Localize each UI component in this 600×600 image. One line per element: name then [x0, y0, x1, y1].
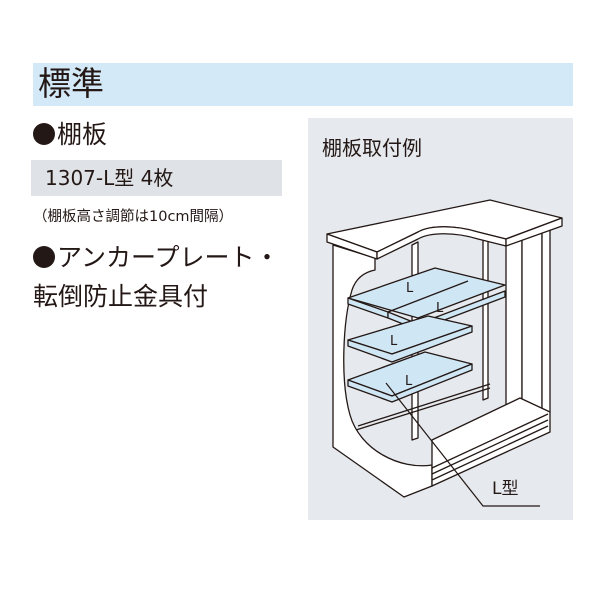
illustration-title: 棚板取付例 — [322, 136, 422, 160]
header-band — [33, 63, 573, 106]
spec-box — [31, 160, 282, 196]
anchor-line-1: アンカープレート・ — [57, 243, 280, 272]
callout-label: L型 — [492, 479, 519, 499]
shelf-label: L — [436, 301, 444, 316]
shelf-height-note: （棚板高さ調節は10cm間隔） — [33, 209, 234, 225]
callout-leader-line — [385, 382, 540, 507]
bullet-icon — [33, 246, 55, 268]
shelf-section-heading: 棚板 — [33, 120, 107, 150]
shelf-label: L — [390, 334, 398, 349]
shelf-label: L — [406, 281, 414, 296]
anchor-section-heading: アンカープレート・ — [33, 243, 280, 273]
shelf-section-title: 棚板 — [57, 120, 108, 149]
anchor-line-2: 転倒防止金具付 — [33, 282, 209, 311]
storage-cabinet-illustration: L L L L — [326, 199, 563, 507]
page-title: 標準 — [38, 64, 104, 103]
shelf-label: L — [405, 374, 413, 389]
shelf-spec: 1307-L型 4枚 — [45, 166, 174, 190]
bullet-icon — [33, 123, 55, 145]
